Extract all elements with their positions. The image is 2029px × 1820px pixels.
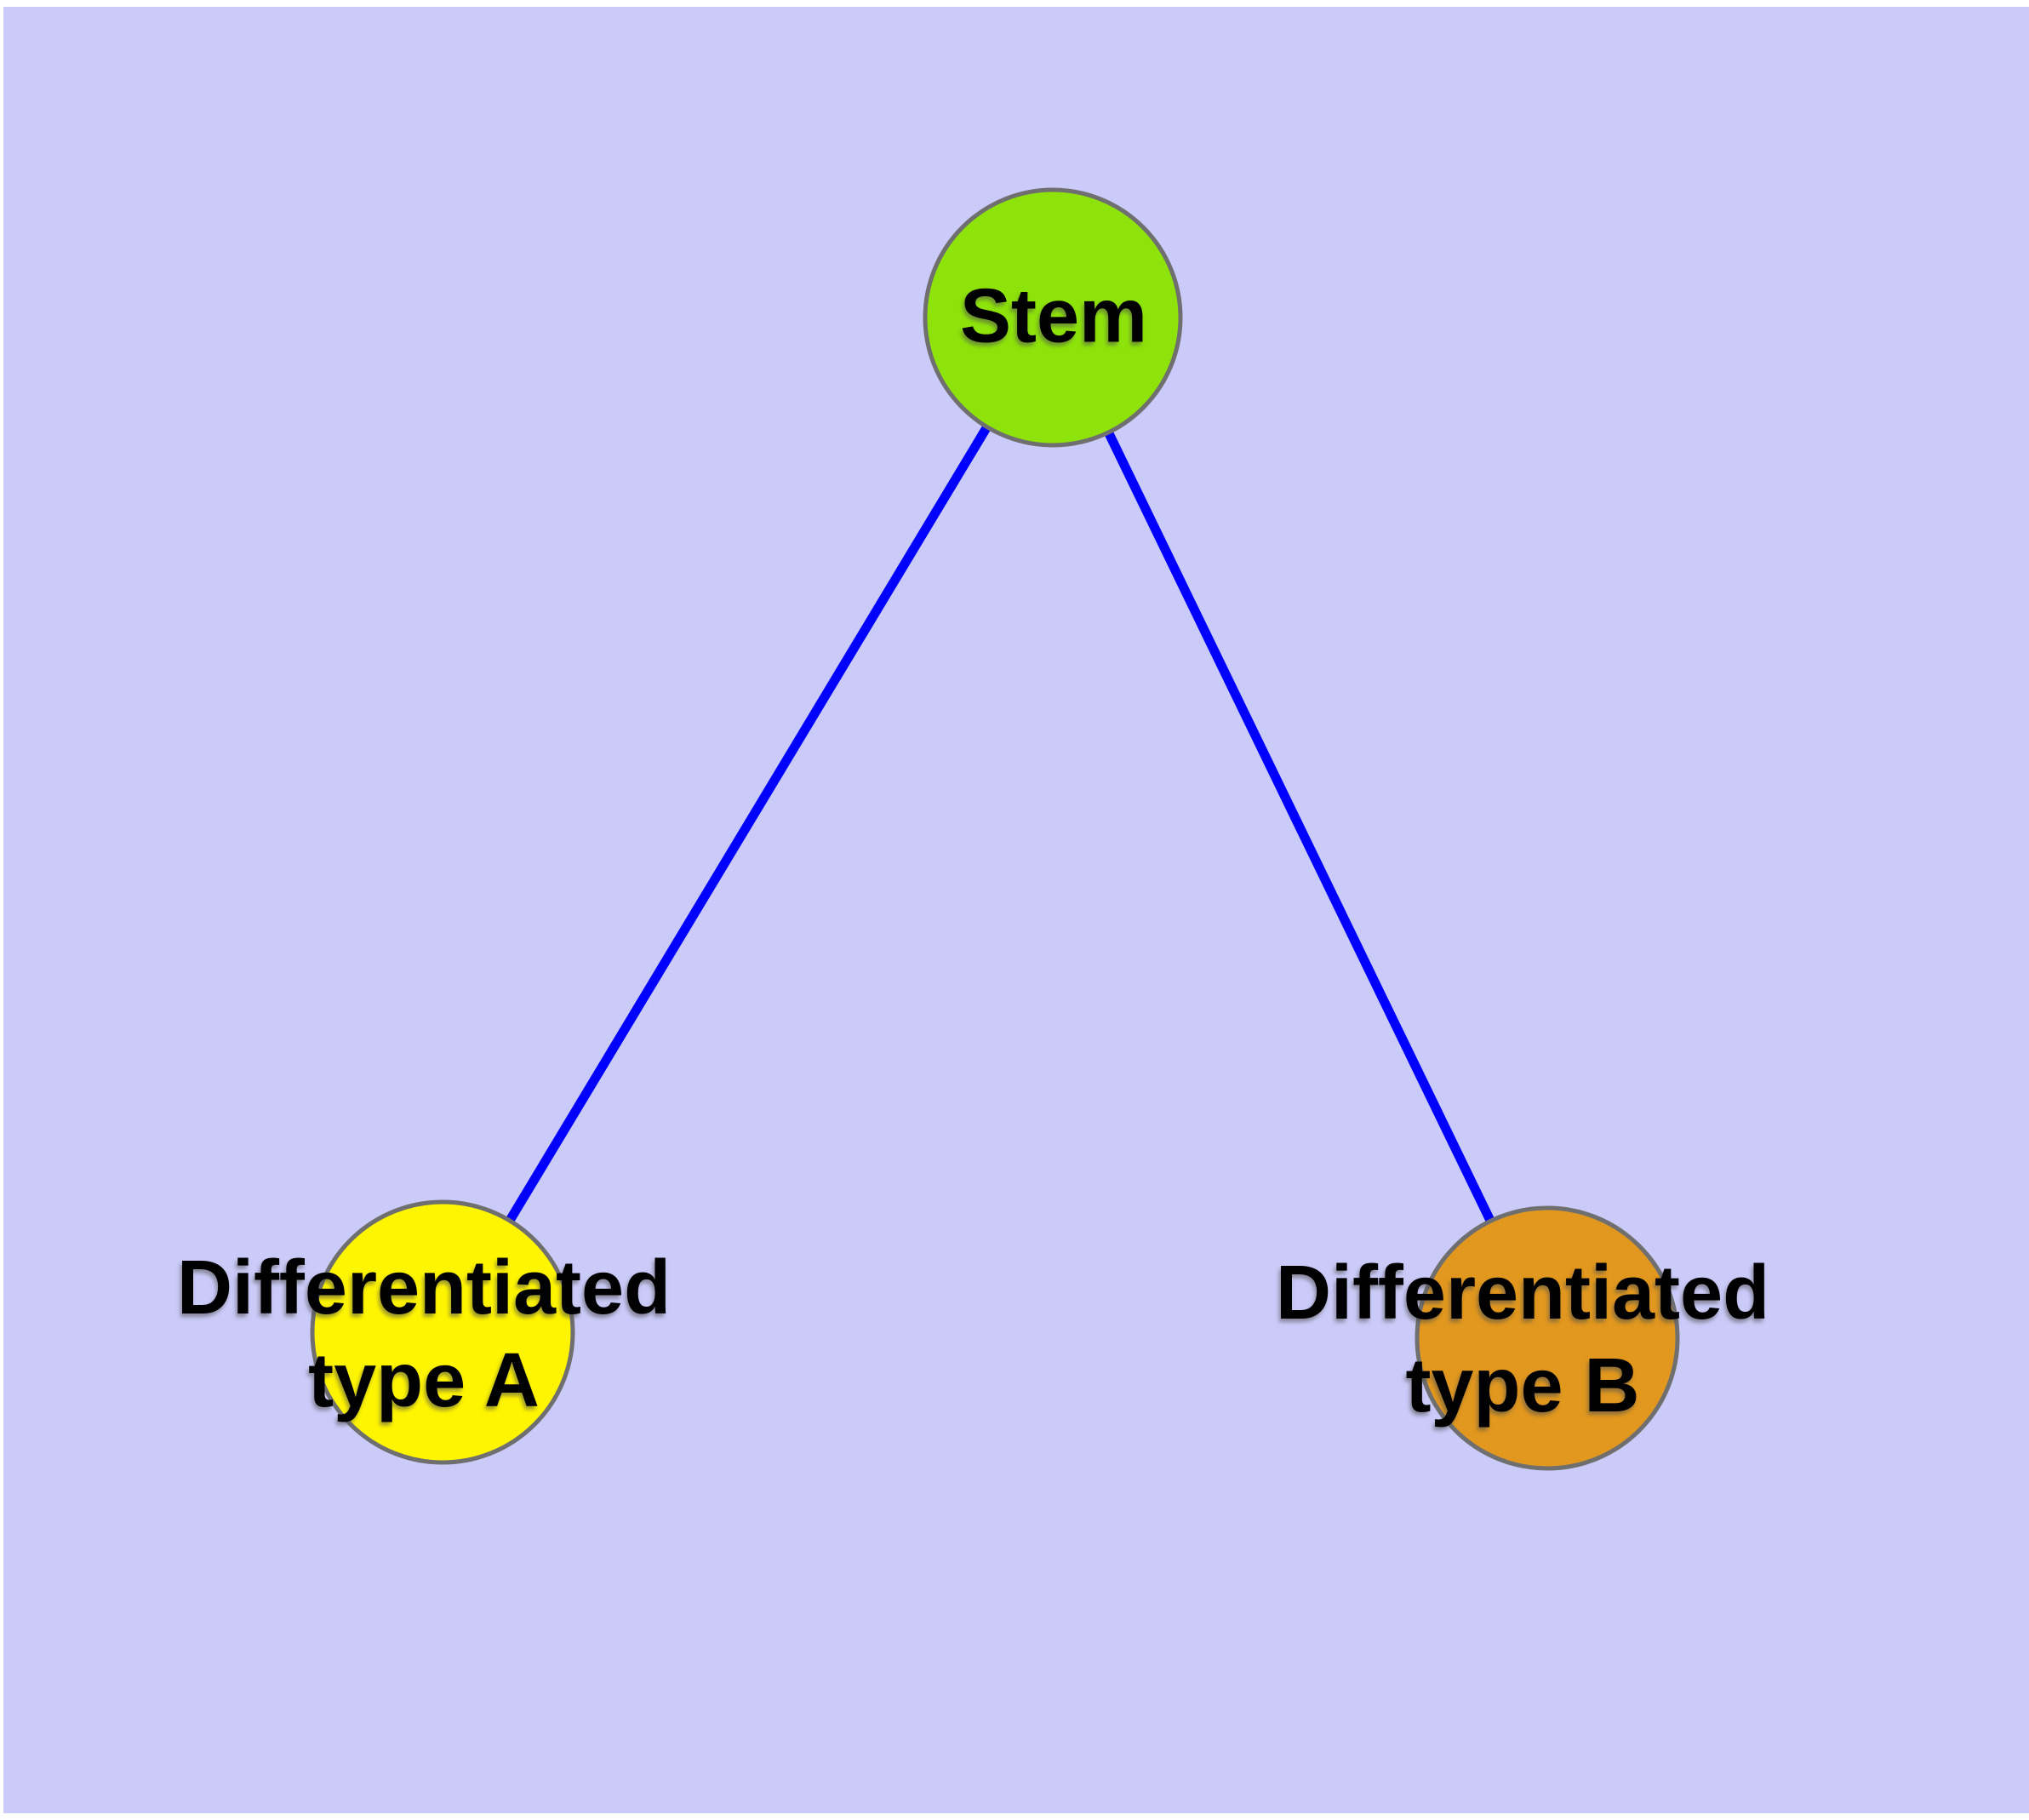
edge-stem-to-differentiated-type-a bbox=[438, 315, 1057, 1335]
node-differentiated-type-b-circle bbox=[1415, 1205, 1680, 1471]
node-stem-circle bbox=[923, 187, 1183, 448]
node-differentiated-type-a-circle bbox=[310, 1199, 575, 1465]
edge-stem-to-differentiated-type-b bbox=[1049, 315, 1552, 1341]
